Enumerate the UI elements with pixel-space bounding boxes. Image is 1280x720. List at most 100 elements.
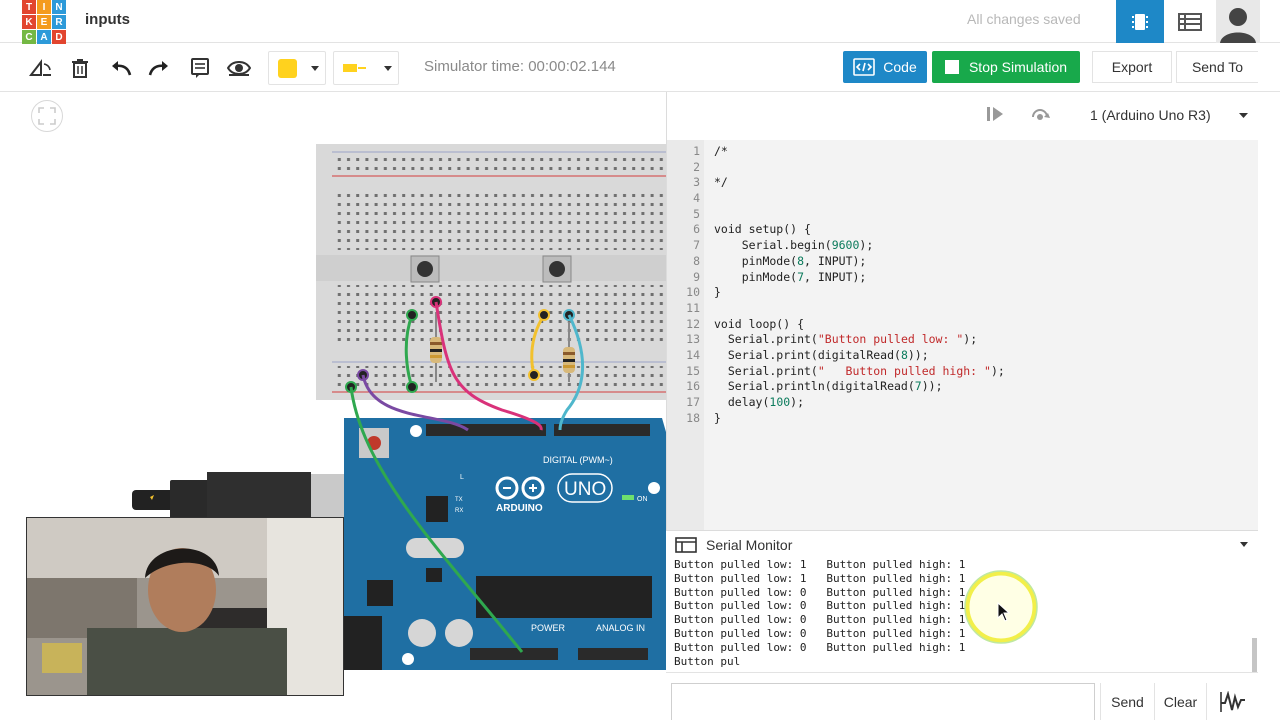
serial-output-line: Button pulled low: 1 Button pulled high:… bbox=[674, 571, 966, 585]
circuit-view-button[interactable] bbox=[1116, 0, 1164, 43]
export-button[interactable]: Export bbox=[1092, 51, 1172, 83]
serial-output-line: Button pulled low: 0 Button pulled high:… bbox=[674, 585, 966, 599]
rotate-button[interactable] bbox=[27, 54, 55, 82]
chevron-down-icon bbox=[311, 66, 319, 71]
stop-simulation-button[interactable]: Stop Simulation bbox=[932, 51, 1080, 83]
wire-cyan[interactable] bbox=[558, 314, 585, 431]
fit-view-button[interactable] bbox=[31, 100, 63, 132]
webcam-overlay bbox=[26, 517, 344, 696]
code-button[interactable]: Code bbox=[843, 51, 927, 83]
components-list-button[interactable] bbox=[1166, 0, 1214, 43]
line-number: 6 bbox=[693, 222, 700, 237]
user-avatar[interactable] bbox=[1216, 0, 1260, 43]
webcam-person-image bbox=[27, 518, 343, 695]
code-line: 14 Serial.print(digitalRead(8)); bbox=[667, 348, 1259, 364]
notes-button[interactable] bbox=[186, 54, 214, 82]
serial-send-button[interactable]: Send bbox=[1100, 683, 1154, 720]
arduino-uno-board[interactable]: DIGITAL (PWM~) ARDUINO UNO POWER ANALOG … bbox=[344, 418, 666, 670]
fit-view-icon bbox=[38, 107, 56, 125]
wire-purple[interactable] bbox=[361, 374, 469, 432]
code-line: 10} bbox=[667, 285, 1259, 301]
code-text bbox=[700, 301, 714, 317]
delete-button[interactable] bbox=[66, 54, 94, 82]
logo-letter: T bbox=[22, 0, 36, 14]
step-play-icon bbox=[987, 107, 1003, 121]
serial-output-line: Button pulled low: 0 Button pulled high:… bbox=[674, 626, 966, 640]
restart-button[interactable] bbox=[1030, 105, 1050, 128]
step-button[interactable] bbox=[987, 106, 1005, 127]
wire-green-long[interactable] bbox=[349, 386, 524, 653]
logo-letter: D bbox=[52, 30, 66, 44]
breadboard[interactable] bbox=[316, 144, 666, 400]
line-number: 7 bbox=[693, 238, 700, 253]
redo-icon bbox=[148, 61, 168, 76]
line-number: 9 bbox=[693, 269, 700, 284]
logo-letter: E bbox=[37, 15, 51, 29]
code-button-label: Code bbox=[883, 59, 917, 75]
serial-monitor-title: Serial Monitor bbox=[706, 536, 793, 553]
simulator-time: Simulator time: 00:00:02.144 bbox=[424, 58, 616, 75]
wire-magenta[interactable] bbox=[434, 301, 543, 431]
waveform-icon bbox=[1219, 691, 1245, 712]
serial-input[interactable] bbox=[671, 683, 1095, 720]
line-number: 5 bbox=[693, 206, 700, 221]
table-list-icon bbox=[1178, 12, 1202, 31]
code-line: 7 Serial.begin(9600); bbox=[667, 238, 1259, 254]
fill-color-picker[interactable] bbox=[268, 51, 326, 85]
undo-icon bbox=[112, 61, 132, 76]
serial-monitor-header[interactable]: Serial Monitor bbox=[666, 530, 1258, 558]
chevron-down-icon bbox=[1239, 113, 1248, 118]
left-margin bbox=[0, 92, 22, 720]
project-title[interactable]: inputs bbox=[85, 11, 130, 28]
board-on-label: ON bbox=[637, 496, 648, 503]
line-number: 15 bbox=[686, 363, 700, 378]
code-line: 4 bbox=[667, 191, 1259, 207]
save-status: All changes saved bbox=[967, 11, 1081, 27]
line-number-gutter bbox=[667, 140, 704, 530]
serial-graph-button[interactable] bbox=[1206, 683, 1258, 720]
device-selector[interactable]: 1 (Arduino Uno R3) bbox=[1072, 99, 1252, 131]
editor-toolbar: Simulator time: 00:00:02.144 Code Stop S… bbox=[0, 44, 1280, 92]
redo-button[interactable] bbox=[145, 54, 173, 82]
resistor-2[interactable] bbox=[563, 322, 575, 382]
serial-output[interactable]: Button pulled low: 1 Button pulled high:… bbox=[666, 558, 1258, 672]
board-l-label: L bbox=[460, 474, 464, 481]
code-text: pinMode(7, INPUT); bbox=[714, 269, 867, 284]
chevron-down-icon[interactable] bbox=[1240, 542, 1248, 548]
pushbutton-1[interactable] bbox=[410, 255, 440, 283]
board-power-label: POWER bbox=[531, 623, 566, 633]
toggle-visibility-button[interactable] bbox=[225, 54, 253, 82]
serial-scrollbar[interactable] bbox=[1252, 638, 1257, 672]
stop-simulation-label: Stop Simulation bbox=[968, 59, 1068, 75]
code-text: Serial.println(digitalRead(7)); bbox=[714, 379, 943, 394]
send-to-button[interactable]: Send To bbox=[1176, 51, 1258, 83]
mouse-cursor-icon bbox=[997, 602, 1011, 622]
code-text: void loop() { bbox=[714, 316, 805, 331]
board-digital-label: DIGITAL (PWM~) bbox=[543, 455, 613, 465]
code-line: 15 Serial.print(" Button pulled high: ")… bbox=[667, 364, 1259, 380]
line-number: 16 bbox=[686, 379, 700, 394]
code-panel-header: 1 (Arduino Uno R3) bbox=[667, 92, 1259, 140]
wire-color-icon bbox=[343, 64, 366, 72]
line-number: 13 bbox=[686, 332, 700, 347]
code-text: pinMode(8, INPUT); bbox=[714, 253, 867, 268]
logo-letter: I bbox=[37, 0, 51, 14]
eye-icon bbox=[227, 61, 251, 76]
device-selector-value: 1 (Arduino Uno R3) bbox=[1090, 107, 1211, 123]
logo-letter: C bbox=[22, 30, 36, 44]
trash-icon bbox=[72, 59, 88, 78]
code-line: 3*/ bbox=[667, 175, 1259, 191]
chip-icon bbox=[1132, 13, 1148, 30]
serial-clear-button[interactable]: Clear bbox=[1154, 683, 1206, 720]
serial-input-bar: Send Clear bbox=[666, 672, 1258, 720]
wire-color-picker[interactable] bbox=[333, 51, 399, 85]
code-line: 17 delay(100); bbox=[667, 395, 1259, 411]
resistor-1[interactable] bbox=[430, 312, 442, 382]
undo-button[interactable] bbox=[107, 54, 135, 82]
pushbutton-2[interactable] bbox=[542, 255, 572, 283]
code-text: } bbox=[714, 285, 721, 300]
